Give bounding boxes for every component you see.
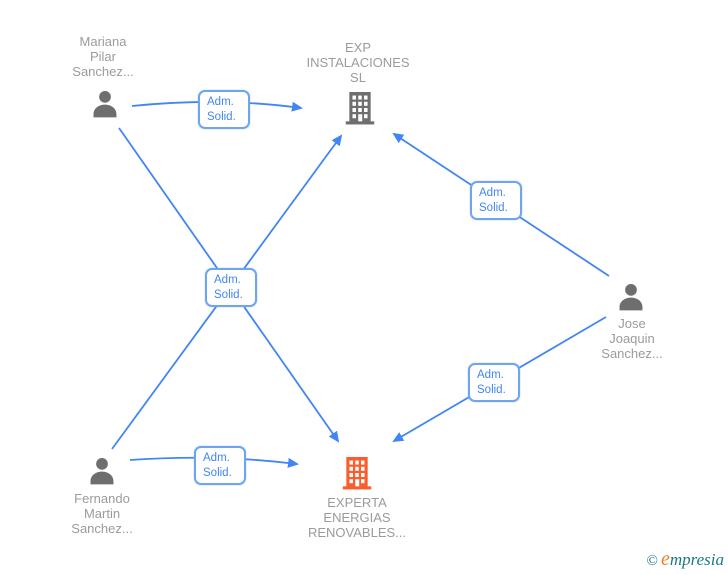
edge-label-line: Adm.: [214, 274, 241, 286]
person-label-line: Fernando: [74, 491, 130, 506]
person-label-jose[interactable]: Jose Joaquin Sanchez...: [562, 316, 702, 361]
edge-label-fernando-experta[interactable]: Adm. Solid.: [194, 446, 246, 485]
company-label-line: SL: [350, 70, 366, 85]
person-icon: [619, 284, 643, 311]
person-label-line: Sanchez...: [601, 346, 663, 361]
building-icon: [342, 457, 372, 490]
building-icon: [345, 92, 375, 125]
person-icon-jose[interactable]: [615, 281, 647, 315]
company-label-line: ENERGIAS: [323, 510, 391, 525]
company-label-line: INSTALACIONES: [306, 55, 410, 70]
person-label-mariana[interactable]: Mariana Pilar Sanchez...: [33, 34, 173, 79]
edge-label-mariana-exp[interactable]: Adm. Solid.: [198, 90, 250, 129]
brand-initial: e: [660, 548, 670, 570]
edge-label-line: Solid.: [477, 383, 506, 396]
edge-label-line: Solid.: [207, 110, 236, 123]
edge-label-jose-exp[interactable]: Adm. Solid.: [470, 181, 522, 220]
edge-label-line: Solid.: [214, 288, 243, 301]
company-label-line: EXPERTA: [327, 495, 387, 510]
person-label-fernando[interactable]: Fernando Martin Sanchez...: [32, 491, 172, 536]
person-icon: [90, 458, 114, 485]
brand-name: mpresia: [669, 550, 724, 569]
edge-label-jose-experta[interactable]: Adm. Solid.: [468, 363, 520, 402]
edge-label-line: Adm.: [479, 187, 506, 199]
person-label-line: Sanchez...: [72, 64, 134, 79]
copyright-icon: ©: [646, 553, 658, 569]
company-icon-exp[interactable]: [344, 88, 376, 125]
person-label-line: Martin: [83, 506, 121, 521]
edge-label-line: Solid.: [479, 201, 508, 214]
person-icon-mariana[interactable]: [89, 88, 121, 122]
person-label-line: Pilar: [89, 49, 116, 64]
edge-label-center[interactable]: Adm. Solid.: [205, 268, 257, 307]
person-label-line: Joaquin: [609, 331, 655, 346]
company-label-line: EXP: [344, 40, 371, 55]
edge-label-line: Solid.: [203, 466, 232, 479]
person-label-line: Mariana: [79, 34, 127, 49]
company-label-experta[interactable]: EXPERTA ENERGIAS RENOVABLES...: [287, 495, 427, 540]
company-label-line: RENOVABLES...: [307, 525, 406, 540]
edge-label-line: Adm.: [203, 452, 230, 464]
person-icon: [93, 91, 117, 118]
empresia-logo: ©empresia: [647, 548, 724, 571]
edge-label-line: Adm.: [207, 96, 234, 108]
company-label-exp[interactable]: EXP INSTALACIONES SL: [288, 40, 428, 85]
person-icon-fernando[interactable]: [86, 455, 118, 489]
person-label-line: Sanchez...: [71, 521, 133, 536]
edge-label-line: Adm.: [477, 369, 504, 381]
person-label-line: Jose: [618, 316, 646, 331]
company-icon-experta[interactable]: [341, 453, 373, 490]
